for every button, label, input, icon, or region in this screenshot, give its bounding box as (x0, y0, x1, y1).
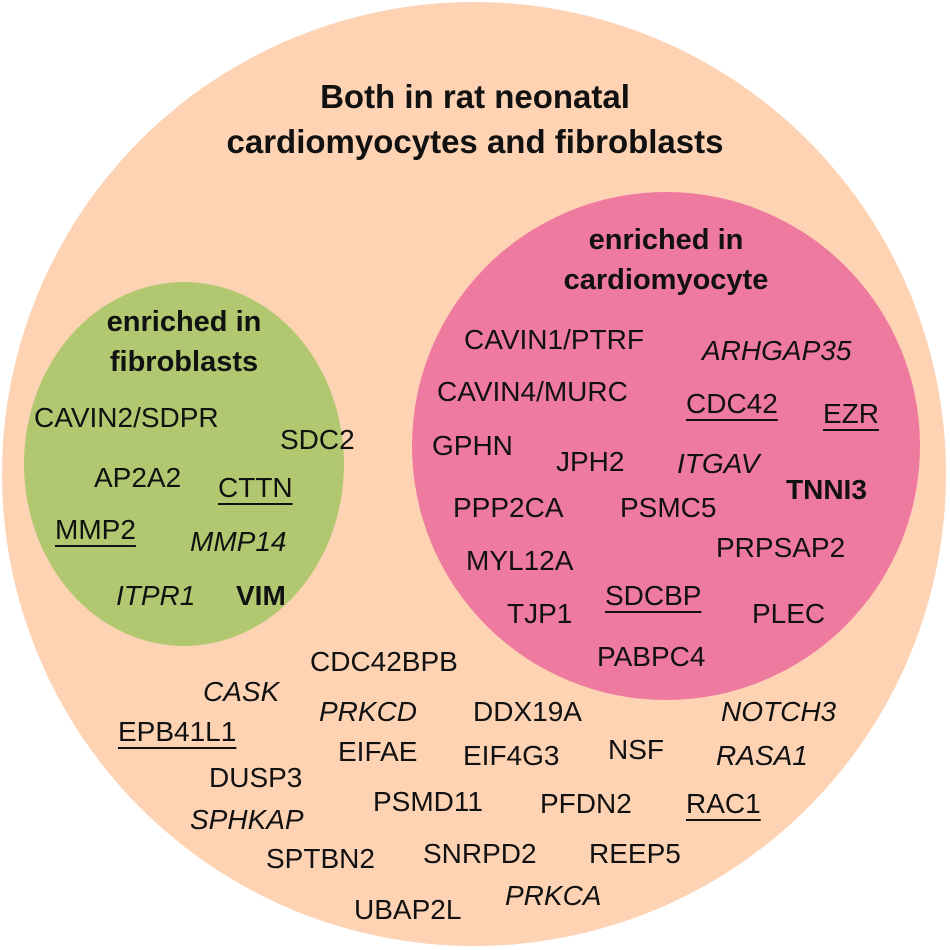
gene-label: MMP2 (55, 514, 136, 545)
fibroblast-title-line1: enriched in (106, 306, 262, 338)
gene-label: PRKCD (319, 696, 418, 727)
gene-label: CDC42BPB (310, 646, 458, 677)
gene-label: PPP2CA (453, 492, 564, 523)
cardiomyocyte-circle (412, 192, 920, 700)
gene-label: ITPR1 (116, 580, 196, 611)
gene-label: EZR (823, 398, 879, 429)
gene-label: CASK (203, 676, 280, 707)
gene-label: CDC42 (686, 388, 778, 419)
gene-label: PSMC5 (620, 492, 717, 523)
gene-label: AP2A2 (94, 462, 182, 493)
cardiomyocyte-title-line1: enriched in (588, 224, 744, 256)
gene-label: SPHKAP (190, 804, 304, 835)
gene-label: ARHGAP35 (702, 335, 852, 366)
gene-label: PRKCA (505, 880, 602, 911)
gene-label: NSF (608, 734, 664, 765)
gene-label: CAVIN1/PTRF (464, 324, 644, 355)
gene-label: EIFAE (338, 736, 418, 767)
gene-label: PSMD11 (373, 786, 483, 817)
gene-label: PFDN2 (540, 788, 632, 819)
outer-title-line2: cardiomyocytes and fibroblasts (226, 123, 724, 160)
gene-label: EPB41L1 (118, 716, 237, 747)
gene-label: TNNI3 (786, 474, 867, 505)
cardiomyocyte-title-line2: cardiomyocyte (563, 264, 769, 296)
gene-label: SDC2 (280, 424, 355, 455)
gene-label: VIM (236, 580, 286, 611)
gene-label: NOTCH3 (721, 696, 837, 727)
gene-label: RAC1 (686, 788, 761, 819)
gene-label: REEP5 (589, 838, 681, 869)
gene-label: MMP14 (190, 526, 287, 557)
gene-label: SDCBP (605, 580, 702, 611)
gene-label: UBAP2L (354, 894, 462, 925)
gene-label: CAVIN2/SDPR (34, 402, 219, 433)
outer-title-line1: Both in rat neonatal (320, 78, 630, 115)
gene-label: DDX19A (473, 696, 582, 727)
gene-label: CAVIN4/MURC (437, 376, 628, 407)
fibroblast-title-line2: fibroblasts (109, 346, 259, 378)
gene-label: PRPSAP2 (716, 532, 846, 563)
gene-label: RASA1 (716, 740, 808, 771)
gene-label: ITGAV (677, 448, 760, 479)
gene-label: GPHN (432, 430, 513, 461)
gene-label: CTTN (218, 472, 293, 503)
gene-label: TJP1 (507, 598, 573, 629)
gene-label: PLEC (752, 598, 826, 629)
gene-label: SNRPD2 (423, 838, 537, 869)
gene-label: SPTBN2 (266, 843, 375, 874)
fibroblast-circle (24, 282, 344, 646)
gene-label: DUSP3 (209, 762, 303, 793)
gene-label: EIF4G3 (463, 740, 560, 771)
gene-label: JPH2 (556, 446, 625, 477)
gene-label: MYL12A (466, 545, 574, 576)
gene-label: PABPC4 (597, 641, 706, 672)
